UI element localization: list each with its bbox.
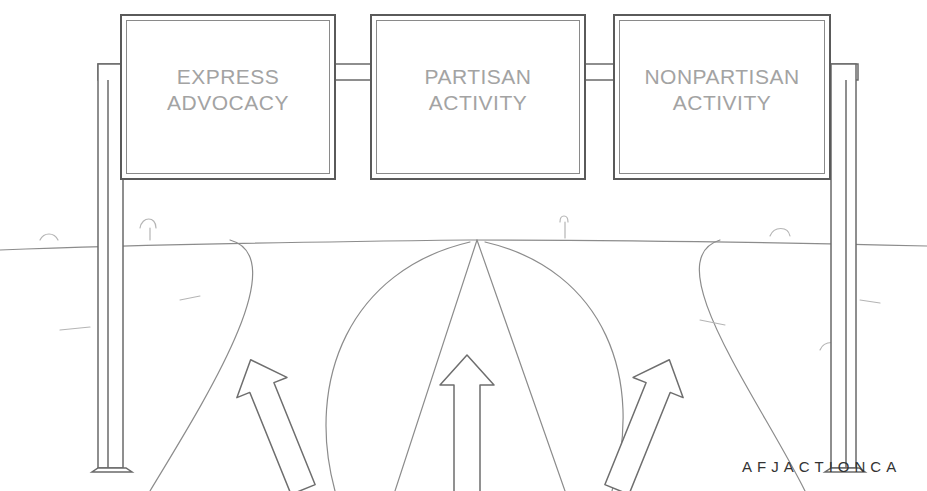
post-detail xyxy=(845,80,847,468)
highway-sign: EXPRESS ADVOCACY xyxy=(120,14,336,180)
sign-text: NONPARTISAN ACTIVITY xyxy=(633,64,811,116)
bush-sketch xyxy=(40,216,880,350)
road-edge xyxy=(485,242,623,491)
arrow-straight xyxy=(440,355,494,491)
watermark: AFJACTIONCA xyxy=(742,458,901,475)
sign-text: EXPRESS ADVOCACY xyxy=(140,64,316,116)
horizon-line xyxy=(0,240,927,250)
road-edge xyxy=(477,240,565,491)
gantry-post xyxy=(831,64,856,468)
highway-sign: PARTISAN ACTIVITY xyxy=(370,14,586,180)
sign-text: PARTISAN ACTIVITY xyxy=(390,64,566,116)
arrow-left xyxy=(226,350,329,491)
post-detail xyxy=(107,80,109,468)
road-edge xyxy=(699,240,805,491)
highway-sign: NONPARTISAN ACTIVITY xyxy=(613,14,831,180)
road-edge xyxy=(150,240,253,491)
road-edge xyxy=(326,242,470,491)
arrow-right xyxy=(592,350,695,491)
